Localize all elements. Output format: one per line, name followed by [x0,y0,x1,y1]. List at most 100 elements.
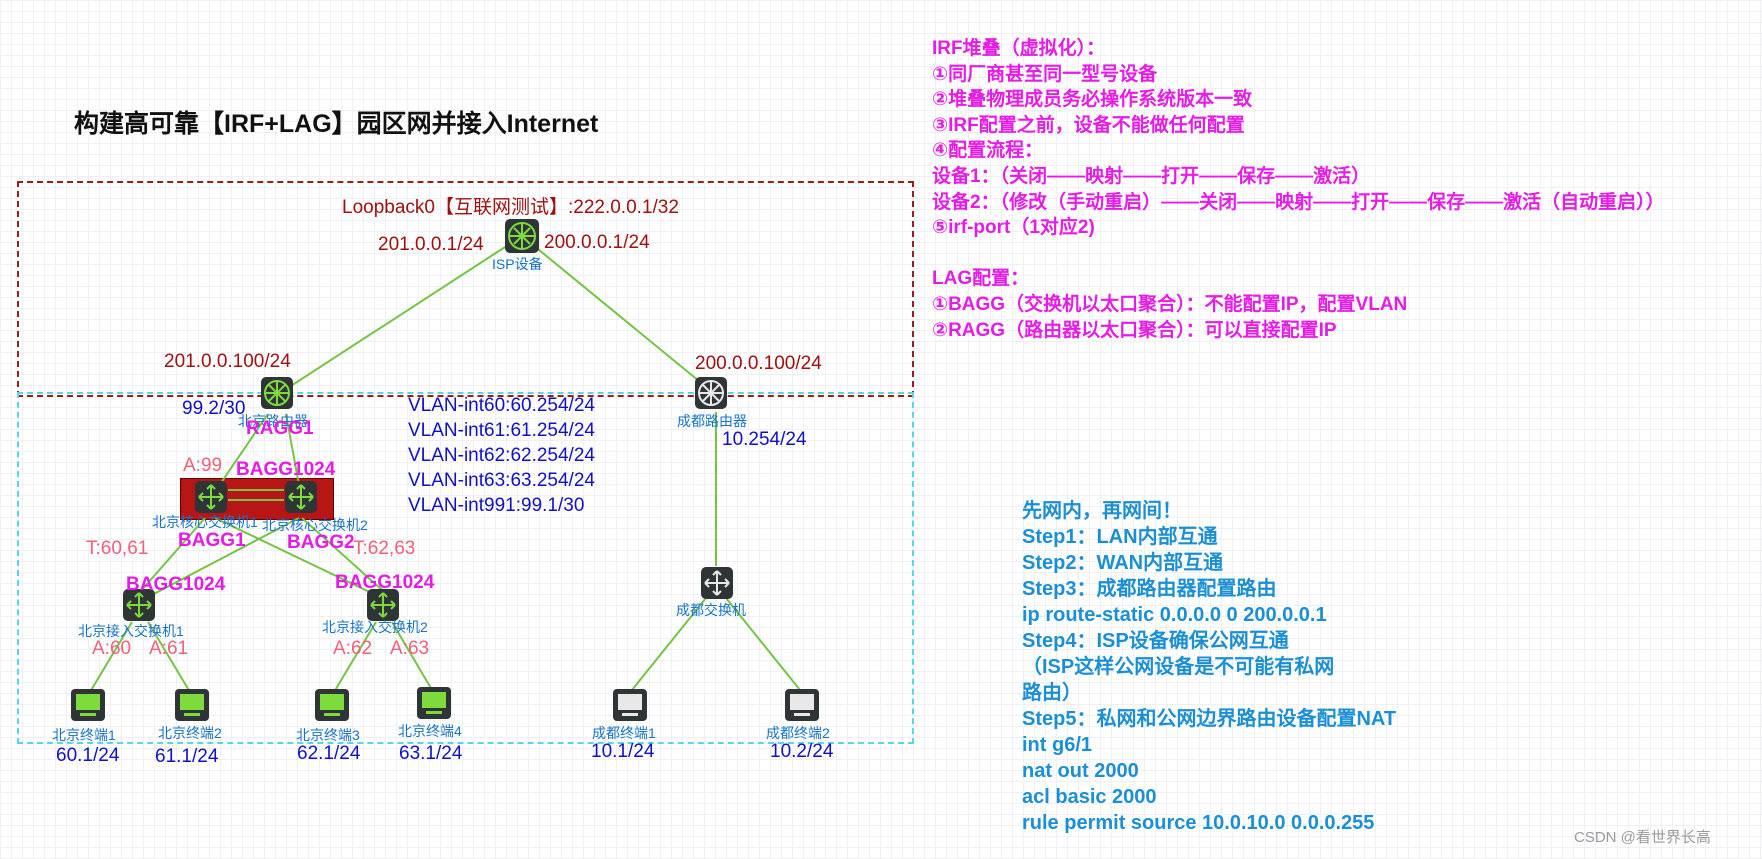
core-switch-2-icon [285,481,317,513]
irf-note-line: ⑤irf-port（1对应2) [932,217,1095,239]
step-line: rule permit source 10.0.10.0 0.0.0.255 [1022,812,1375,834]
irf-note-line: ③IRF配置之前，设备不能做任何配置 [932,114,1245,136]
link-acc2-term4 [391,621,433,691]
step-line: （ISP这样公网设备是不可能有私网 [1022,656,1335,678]
config-steps: 先网内，再网间！ Step1：LAN内部互通 Step2：WAN内部互通 Ste… [1022,498,1396,836]
chengdu-router-lan-ip: 10.254/24 [722,429,807,450]
isp-ip-left: 201.0.0.1/24 [378,234,484,255]
terminal-4-label: 北京终端4 [398,723,462,739]
core-switch-1-label: 北京核心交换机1 [152,514,258,530]
access-2-bagg: BAGG1024 [335,572,435,593]
lan-region-border [17,392,914,744]
step-line: Step2：WAN内部互通 [1022,552,1224,574]
beijing-router-wan-ip: 201.0.0.100/24 [164,351,291,372]
link-chengdu-switch-term2 [725,597,801,691]
link-chengdu-switch-term1 [631,597,707,691]
chengdu-terminal-2-label: 成都终端2 [766,725,830,741]
irf-note-line [932,241,1665,267]
vlan-int-61: VLAN-int61:61.254/24 [408,420,595,441]
isp-loopback-label: Loopback0【互联网测试】:222.0.0.1/32 [342,197,679,218]
step-line: Step1：LAN内部互通 [1022,526,1218,548]
vlan-int-62: VLAN-int62:62.254/24 [408,445,595,466]
irf-note-line: 设备2：（修改（手动重启）——关闭——映射——打开——保存——激活（自动重启）） [932,191,1665,213]
irf-note-line: ④配置流程： [932,140,1044,162]
csdn-watermark: CSDN @看世界长高 [1574,829,1711,846]
chengdu-router-icon [695,377,727,409]
link-isp-chengdu [521,235,717,396]
link-acc2-term3 [333,621,377,693]
core-switch-1-icon [195,481,227,513]
chengdu-terminal-1-label: 成都终端1 [592,725,656,741]
step-line: 路由） [1022,682,1082,704]
chengdu-terminal-1-icon [613,689,647,721]
core-access-port: A:99 [183,455,223,476]
link-isp-beijing [276,235,523,396]
terminal-2-label: 北京终端2 [158,725,222,741]
access-1-port-a: A:60 [92,638,132,659]
step-line: int g6/1 [1022,734,1093,756]
lag-note-line: ①BAGG（交换机以太口聚合）：不能配置IP，配置VLAN [932,293,1408,315]
chengdu-terminal-1-ip: 10.1/24 [591,741,655,762]
vlan-int-63: VLAN-int63:63.254/24 [408,470,595,491]
isp-ip-right: 200.0.0.1/24 [544,232,650,253]
chengdu-switch-icon [701,567,733,599]
link-core1-acc2 [214,517,379,597]
step-line: nat out 2000 [1022,760,1139,782]
isp-device-label: ISP设备 [492,256,543,272]
irf-notes: IRF堆叠（虚拟化）： ①同厂商甚至同一型号设备 ②堆叠物理成员务必操作系统版本… [932,36,1665,343]
step-line: Step4：ISP设备确保公网互通 [1022,630,1289,652]
lag-note-line: LAG配置： [932,268,1030,290]
access-2-port-a: A:62 [333,638,373,659]
lag-note-line: ②RAGG（路由器以太口聚合）：可以直接配置IP [932,319,1337,341]
terminal-4-ip: 63.1/24 [399,743,463,764]
core-bagg2: BAGG2 [287,532,355,553]
access-2-port-b: A:63 [390,638,430,659]
access-switch-2-icon [367,589,399,621]
step-line: acl basic 2000 [1022,786,1157,808]
terminal-3-icon [315,689,349,721]
access-1-port-b: A:61 [149,638,189,659]
access-switch-1-icon [123,589,155,621]
beijing-router-lan-ip: 99.2/30 [182,398,246,419]
core-bagg1024: BAGG1024 [236,459,336,480]
access-switch-1-label: 北京接入交换机1 [78,623,184,639]
chengdu-switch-label: 成都交换机 [676,602,746,618]
core-switch-2-label: 北京核心交换机2 [262,517,368,533]
core-bagg1: BAGG1 [178,530,246,551]
terminal-3-label: 北京终端3 [296,727,360,743]
terminal-3-ip: 62.1/24 [297,743,361,764]
step-line: Step3：成都路由器配置路由 [1022,578,1277,600]
chengdu-terminal-2-icon [785,689,819,721]
link-core2-acc2 [301,517,383,591]
irf-note-line: 设备1：（关闭——映射——打开——保存——激活） [932,165,1371,187]
link-core2-acc1 [149,517,300,597]
access-switch-2-label: 北京接入交换机2 [322,619,428,635]
terminal-1-label: 北京终端1 [52,727,116,743]
irf-note-line: IRF堆叠（虚拟化）： [932,38,1106,59]
isp-router-icon [505,219,539,253]
link-acc1-term2 [147,621,191,693]
beijing-router-icon [261,377,293,409]
step-line: 先网内，再网间！ [1022,500,1182,522]
step-line: ip route-static 0.0.0.0 0 200.0.0.1 [1022,604,1327,626]
core-trunk-right: T:62,63 [353,538,416,559]
terminal-2-icon [175,689,209,721]
terminal-2-ip: 61.1/24 [155,746,219,767]
vlan-int-991: VLAN-int991:99.1/30 [408,495,585,516]
isp-region-border [17,181,914,397]
chengdu-terminal-2-ip: 10.2/24 [770,741,834,762]
link-core1-acc1 [139,517,206,593]
terminal-1-ip: 60.1/24 [56,745,120,766]
terminal-1-icon [71,689,105,721]
chengdu-router-wan-ip: 200.0.0.100/24 [695,353,822,374]
core-trunk-left: T:60,61 [86,538,149,559]
irf-note-line: ②堆叠物理成员务必操作系统版本一致 [932,89,1253,111]
terminal-4-icon [417,687,451,719]
irf-note-line: ①同厂商甚至同一型号设备 [932,63,1158,85]
beijing-router-label: 北京路由器 [238,413,308,429]
beijing-router-ragg: RAGG1 [246,418,314,439]
vlan-int-60: VLAN-int60:60.254/24 [408,395,595,416]
access-1-bagg: BAGG1024 [126,574,226,595]
step-line: Step5：私网和公网边界路由设备配置NAT [1022,708,1397,730]
